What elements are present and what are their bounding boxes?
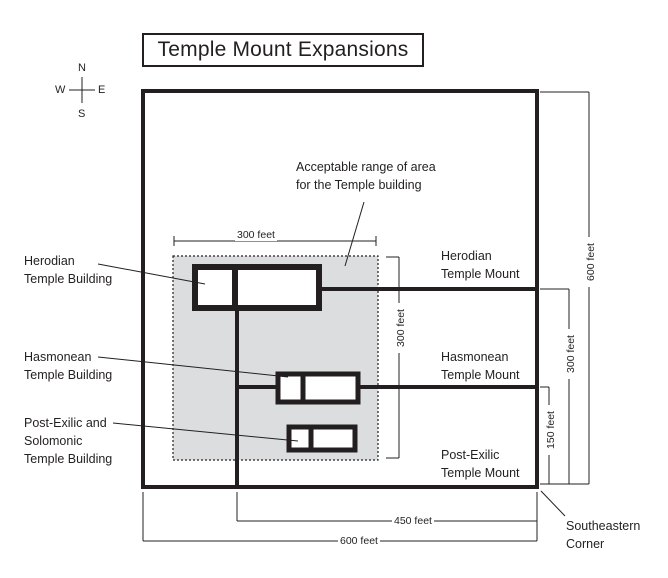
range-width-dimension <box>173 236 377 246</box>
hasmonean-height-dimension <box>540 288 570 484</box>
range-width-label: 300 feet <box>235 229 277 241</box>
hasmonean-building-label: Hasmonean Temple Building <box>24 350 113 382</box>
compass-s-label: S <box>78 108 86 120</box>
herodian-height-label: 600 feet <box>585 237 597 287</box>
acceptable-range-label: Acceptable range of area for the Temple … <box>296 160 436 192</box>
width-600-dimension <box>142 492 538 542</box>
range-height-label: 300 feet <box>395 303 407 353</box>
range-height-dimension <box>386 256 400 459</box>
herodian-mount-label: Herodian Temple Mount <box>441 249 520 281</box>
compass-w-label: W <box>55 84 66 96</box>
post-exilic-height-label: 150 feet <box>545 405 557 455</box>
leader-post-exilic <box>112 422 299 442</box>
post-exilic-mount-label: Post-Exilic Temple Mount <box>441 448 520 480</box>
leader-acceptable-range <box>344 201 365 267</box>
post-exilic-temple-building <box>286 424 358 453</box>
herodian-height-dimension <box>540 91 590 485</box>
hasmonean-temple-building <box>275 371 361 405</box>
compass-e-label: E <box>98 84 106 96</box>
leader-herodian <box>97 263 206 285</box>
post-exilic-building-label: Post-Exilic and Solomonic Temple Buildin… <box>24 416 113 466</box>
hasmonean-mount-label: Hasmonean Temple Mount <box>441 350 520 382</box>
width-600-label: 600 feet <box>338 535 380 547</box>
hasmonean-height-label: 300 feet <box>565 329 577 379</box>
herodian-building-label: Herodian Temple Building <box>24 254 113 286</box>
leader-hasmonean <box>97 356 289 378</box>
leader-southeastern-corner <box>540 490 566 517</box>
compass-n-label: N <box>78 62 86 74</box>
herodian-temple-building <box>192 264 322 311</box>
southeastern-corner-label: Southeastern Corner <box>566 519 641 551</box>
width-450-dimension <box>236 492 538 522</box>
width-450-label: 450 feet <box>392 515 434 527</box>
diagram-title: Temple Mount Expansions <box>142 33 424 67</box>
